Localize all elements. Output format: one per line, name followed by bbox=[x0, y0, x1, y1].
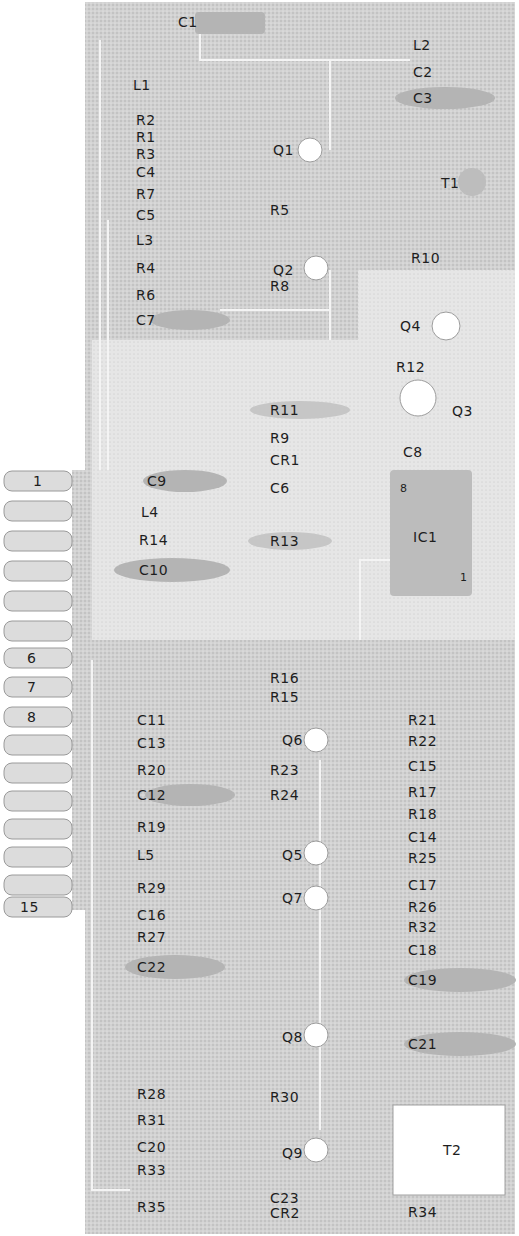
part-label: Q5 bbox=[282, 846, 303, 864]
part-label: R32 bbox=[408, 918, 437, 936]
part-label: C23 bbox=[270, 1189, 299, 1207]
part-label: C7 bbox=[136, 311, 156, 329]
transistor-symbol bbox=[298, 138, 460, 1162]
part-label: 7 bbox=[27, 678, 36, 696]
part-label: C11 bbox=[137, 711, 166, 729]
part-label: C5 bbox=[136, 206, 156, 224]
part-label: R35 bbox=[137, 1198, 166, 1216]
part-label: R14 bbox=[139, 531, 168, 549]
part-label: R29 bbox=[137, 879, 166, 897]
part-label: Q3 bbox=[452, 402, 473, 420]
part-label: T2 bbox=[443, 1141, 461, 1159]
part-label: L2 bbox=[413, 36, 431, 54]
part-label: R28 bbox=[137, 1085, 166, 1103]
part-label: C2 bbox=[413, 63, 433, 81]
part-label: 8 bbox=[400, 480, 408, 498]
part-label: L1 bbox=[133, 76, 151, 94]
part-label: Q6 bbox=[282, 731, 303, 749]
board bbox=[85, 2, 515, 1234]
part-label: R10 bbox=[411, 249, 440, 267]
part-label: T1 bbox=[441, 174, 459, 192]
part-label: Q8 bbox=[282, 1028, 303, 1046]
part-label: R24 bbox=[270, 786, 299, 804]
part-label: R1 bbox=[136, 128, 156, 146]
part-label: R22 bbox=[408, 732, 437, 750]
part-label: L5 bbox=[137, 846, 155, 864]
part-label: 1 bbox=[460, 569, 468, 587]
part-label: R33 bbox=[137, 1161, 166, 1179]
part-label: 15 bbox=[20, 898, 39, 916]
part-label: R30 bbox=[270, 1088, 299, 1106]
part-label: R34 bbox=[408, 1203, 437, 1221]
part-label: Q2 bbox=[273, 261, 294, 279]
part-label: C12 bbox=[137, 786, 166, 804]
part-label: R5 bbox=[270, 201, 290, 219]
part-label: R4 bbox=[136, 259, 156, 277]
part-label: L4 bbox=[141, 503, 159, 521]
part-label: CR1 bbox=[270, 451, 300, 469]
part-label: R27 bbox=[137, 928, 166, 946]
part-label: R3 bbox=[136, 145, 156, 163]
part-label: Q4 bbox=[400, 317, 421, 335]
part-label: C6 bbox=[270, 479, 290, 497]
part-label: R18 bbox=[408, 805, 437, 823]
part-label: R25 bbox=[408, 849, 437, 867]
part-label: C9 bbox=[147, 472, 167, 490]
part-label: 6 bbox=[27, 649, 36, 667]
part-label: R19 bbox=[137, 818, 166, 836]
part-label: C14 bbox=[408, 828, 437, 846]
trace bbox=[92, 30, 410, 1190]
part-label: IC1 bbox=[413, 528, 437, 546]
part-label: R9 bbox=[270, 429, 290, 447]
part-label: R2 bbox=[136, 111, 156, 129]
component-body bbox=[114, 12, 516, 1056]
part-label: C17 bbox=[408, 876, 437, 894]
part-label: C16 bbox=[137, 906, 166, 924]
part-label: R12 bbox=[396, 358, 425, 376]
part-label: C3 bbox=[413, 89, 433, 107]
part-label: C13 bbox=[137, 734, 166, 752]
part-label: C15 bbox=[408, 757, 437, 775]
part-label: 1 bbox=[33, 472, 42, 490]
part-label: R31 bbox=[137, 1111, 166, 1129]
part-label: C1 bbox=[178, 13, 198, 31]
part-label: R8 bbox=[270, 277, 290, 295]
part-label: R16 bbox=[270, 669, 299, 687]
part-label: R21 bbox=[408, 711, 437, 729]
part-label: R13 bbox=[270, 532, 299, 550]
part-label: L3 bbox=[136, 231, 154, 249]
board-region bbox=[92, 340, 392, 640]
part-label: R26 bbox=[408, 898, 437, 916]
part-label: Q1 bbox=[273, 141, 294, 159]
part-label: C20 bbox=[137, 1138, 166, 1156]
part-label: C10 bbox=[139, 561, 168, 579]
part-label: R6 bbox=[136, 286, 156, 304]
part-label: 8 bbox=[27, 708, 36, 726]
part-label: R7 bbox=[136, 185, 156, 203]
edge-connector bbox=[4, 471, 72, 917]
part-label: Q9 bbox=[282, 1144, 303, 1162]
part-label: Q7 bbox=[282, 889, 303, 907]
transformer-can bbox=[393, 1105, 505, 1195]
part-label: R20 bbox=[137, 761, 166, 779]
part-label: C22 bbox=[137, 958, 166, 976]
part-label: C4 bbox=[136, 163, 156, 181]
part-label: R23 bbox=[270, 761, 299, 779]
part-label: C8 bbox=[403, 443, 423, 461]
part-label: C18 bbox=[408, 941, 437, 959]
part-label: CR2 bbox=[270, 1204, 300, 1222]
part-label: R15 bbox=[270, 688, 299, 706]
part-label: C19 bbox=[408, 971, 437, 989]
part-label: C21 bbox=[408, 1035, 437, 1053]
part-label: R11 bbox=[270, 401, 299, 419]
part-label: R17 bbox=[408, 783, 437, 801]
